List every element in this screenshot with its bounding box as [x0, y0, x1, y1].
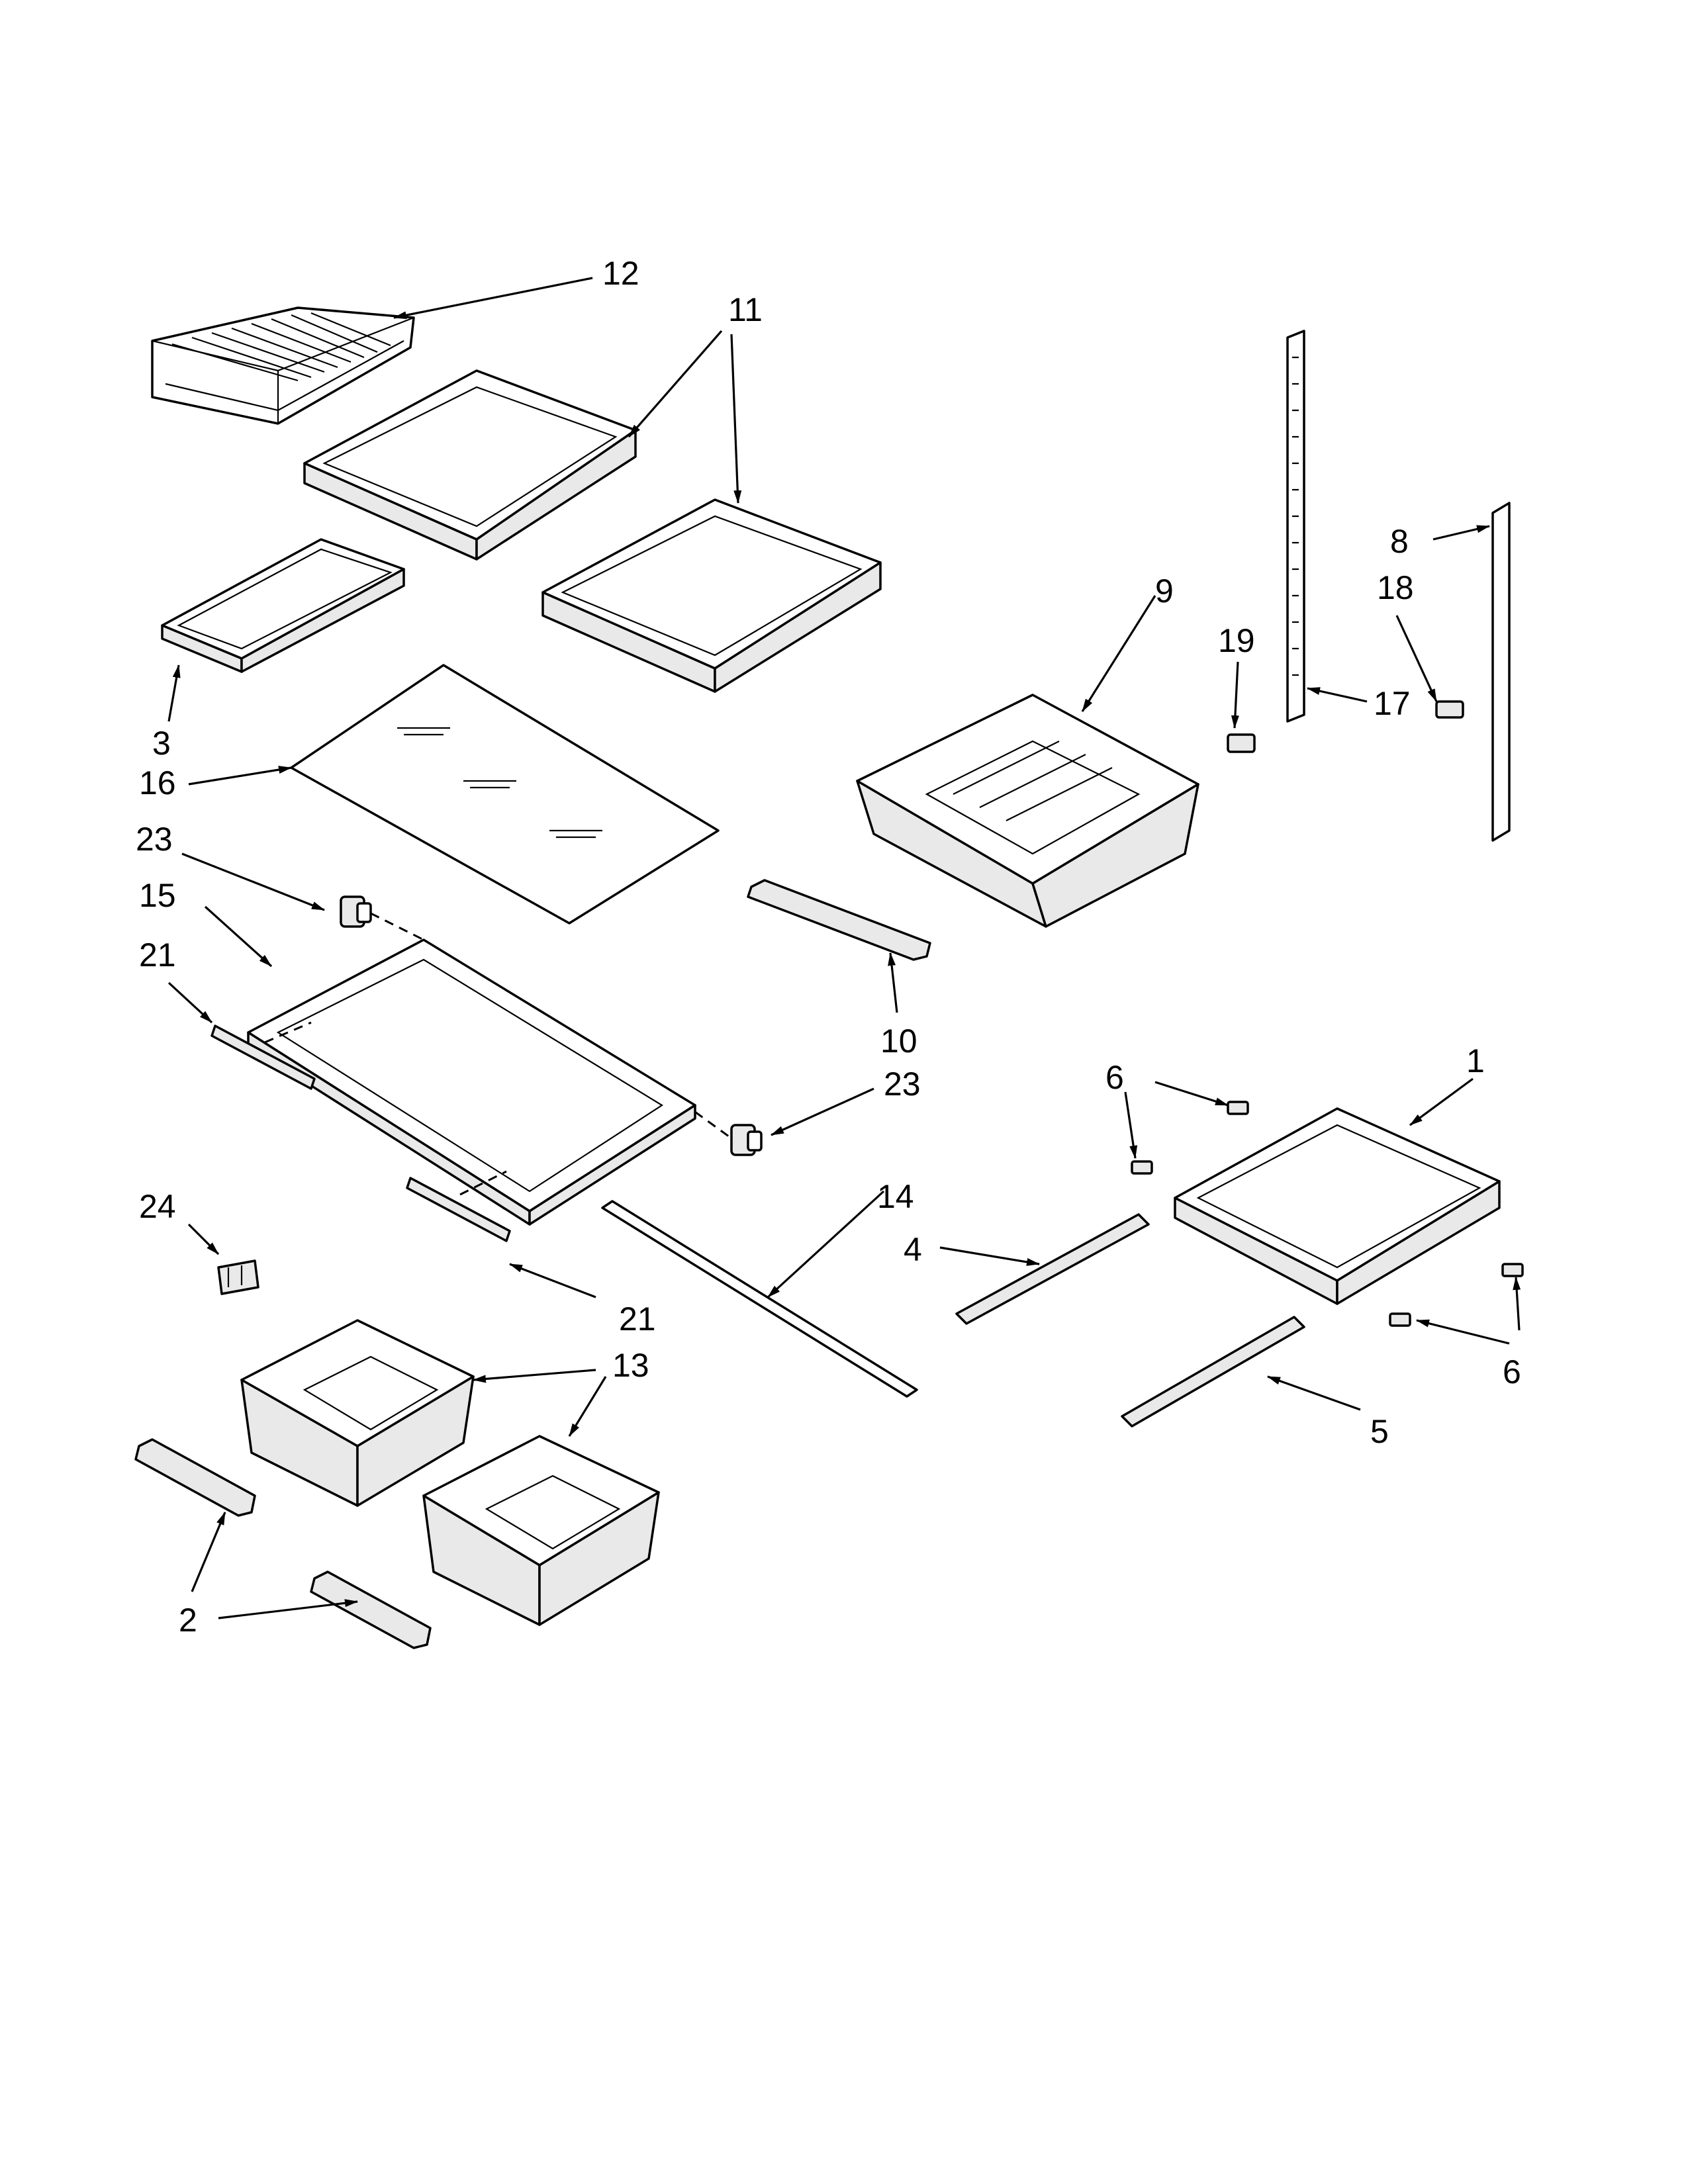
part-24-bracket — [217, 1259, 259, 1295]
part-17-rail — [1286, 330, 1305, 723]
callout-18: 18 — [1377, 569, 1414, 606]
part-4-slide — [955, 1213, 1150, 1325]
part-6-screw-c — [1501, 1263, 1524, 1277]
callout-6-upper: 6 — [1105, 1059, 1124, 1096]
part-21-rail-right — [406, 1177, 511, 1242]
callout-8: 8 — [1390, 523, 1409, 560]
part-8-rail — [1491, 502, 1511, 842]
callout-21-right: 21 — [619, 1300, 656, 1338]
leader-lines — [167, 277, 1521, 1619]
part-6-screw-a — [1227, 1101, 1249, 1115]
part-9-drawer — [856, 694, 1199, 928]
part-19-screw — [1227, 733, 1256, 753]
callout-10: 10 — [880, 1023, 917, 1060]
callout-16: 16 — [139, 764, 176, 801]
callout-14: 14 — [877, 1178, 914, 1215]
part-2-handle-left — [134, 1438, 256, 1517]
part-11-shelf-lower — [541, 498, 882, 693]
part-2-handle-right — [310, 1570, 432, 1649]
part-16-glass-panel — [290, 664, 720, 925]
callout-24: 24 — [139, 1188, 176, 1225]
part-3-small-shelf — [161, 538, 405, 673]
callout-9: 9 — [1155, 572, 1174, 610]
callout-1: 1 — [1466, 1042, 1485, 1079]
callout-12: 12 — [602, 255, 639, 292]
part-1-shelf — [1174, 1107, 1501, 1305]
part-11-shelf-upper — [303, 369, 637, 561]
callout-4: 4 — [904, 1231, 922, 1268]
callout-17: 17 — [1374, 685, 1411, 722]
callout-11: 11 — [728, 291, 763, 328]
part-6-screw-b — [1131, 1160, 1153, 1175]
part-13-crisper-left — [240, 1319, 475, 1507]
part-15-shelf-frame — [247, 938, 696, 1226]
part-23-clip-lower — [730, 1124, 763, 1156]
callout-23-upper: 23 — [136, 821, 173, 858]
part-21-rail-left — [211, 1024, 316, 1090]
callout-21-left: 21 — [139, 936, 176, 974]
callout-15: 15 — [139, 877, 176, 914]
callout-6-lower: 6 — [1503, 1353, 1521, 1390]
callout-2: 2 — [179, 1602, 197, 1639]
part-13-crisper-right — [422, 1435, 660, 1626]
callout-3: 3 — [152, 725, 171, 762]
part-14-trim-strip — [601, 1200, 918, 1398]
callout-23-lower: 23 — [884, 1066, 921, 1103]
part-6-screw-d — [1389, 1312, 1411, 1327]
callout-5: 5 — [1370, 1413, 1389, 1450]
part-18-screw — [1435, 700, 1464, 719]
part-12-wire-basket — [151, 306, 415, 425]
part-23-clip-upper — [340, 895, 372, 928]
callout-13: 13 — [612, 1347, 649, 1384]
part-10-trim — [747, 879, 931, 961]
part-5-slide — [1121, 1316, 1305, 1428]
callout-19: 19 — [1218, 622, 1255, 659]
